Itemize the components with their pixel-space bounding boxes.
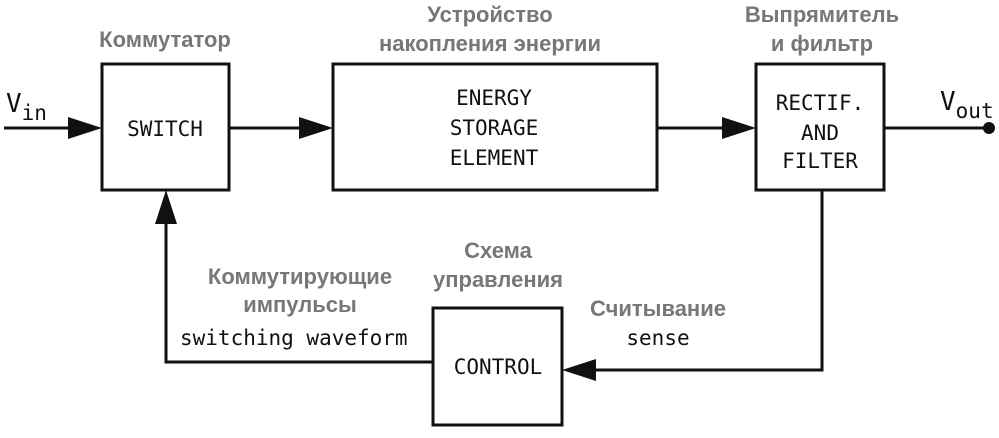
sense-en-label: sense xyxy=(626,326,689,350)
storage-block xyxy=(331,62,659,192)
vout-main: V xyxy=(940,87,956,117)
control-block xyxy=(431,306,564,427)
rectifier-label-line-3: FILTER xyxy=(782,149,858,173)
rectifier-ru-line-1: Выпрямитель xyxy=(745,2,899,27)
control-ru-line-2: управления xyxy=(433,267,563,292)
input-arrow xyxy=(68,117,102,139)
switch-label: SWITCH xyxy=(127,117,203,141)
storage-label-line-2: STORAGE xyxy=(450,116,539,140)
vin-label: Vin xyxy=(6,89,47,125)
switching-arrow xyxy=(155,190,177,224)
vin-sub: in xyxy=(22,101,47,125)
rectifier-label-line-1: RECTIF. xyxy=(776,91,865,115)
switching-wire xyxy=(164,212,433,364)
control-ru-line-1: Схема xyxy=(464,238,533,263)
switch-block xyxy=(100,62,231,192)
output-terminal xyxy=(983,122,995,134)
rectifier-ru-line-2: и фильтр xyxy=(771,31,873,56)
sense-ru-label: Считывание xyxy=(590,296,726,321)
vout-label: Vout xyxy=(940,87,994,123)
switching-ru-line-2: импульсы xyxy=(243,292,357,317)
rectifier-label-line-2: AND xyxy=(801,121,839,145)
storage-label-line-1: ENERGY xyxy=(456,86,532,110)
vin-main: V xyxy=(6,89,22,119)
storage-ru-line-1: Устройство xyxy=(427,2,552,27)
switching-en-label: switching waveform xyxy=(180,326,408,350)
storage-label-line-3: ELEMENT xyxy=(450,146,539,170)
sense-arrow xyxy=(562,359,596,381)
control-label: CONTROL xyxy=(454,355,543,379)
storage-to-rectifier-arrow xyxy=(722,117,756,139)
switch-ru-label: Коммутатор xyxy=(99,27,231,52)
switch-to-storage-arrow xyxy=(299,117,333,139)
switching-ru-line-1: Коммутирующие xyxy=(208,264,392,289)
storage-ru-line-2: накопления энергии xyxy=(379,31,601,56)
rectifier-block xyxy=(754,62,886,192)
vout-sub: out xyxy=(956,99,994,123)
sense-wire xyxy=(585,190,824,372)
